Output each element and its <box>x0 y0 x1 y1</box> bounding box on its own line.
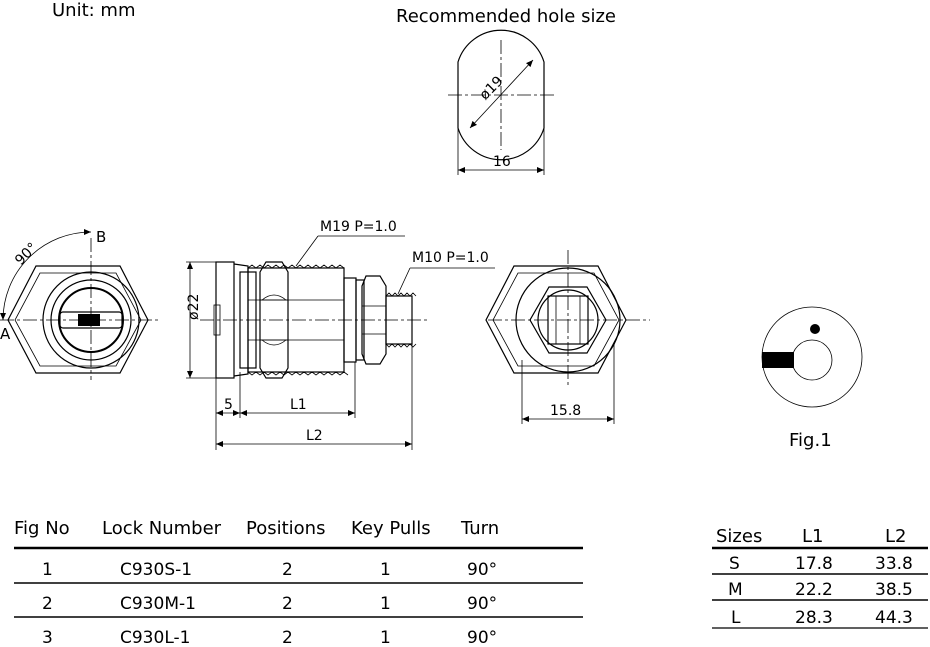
lock-cell: 2 <box>282 594 293 614</box>
rear-width-label: 15.8 <box>550 403 581 419</box>
rotation-angle-label: 90° <box>12 240 41 269</box>
lock-table-header: Key Pulls <box>351 518 431 539</box>
lock-cell: 1 <box>42 560 53 580</box>
size-cell: L <box>731 608 741 628</box>
lock-cell: 2 <box>282 628 293 647</box>
size-table-header: L1 <box>802 526 823 547</box>
lock-cell: C930S-1 <box>120 560 192 580</box>
rear-view: 15.8 <box>485 250 650 424</box>
size-table-header: L2 <box>885 526 906 547</box>
size-cell: 38.5 <box>875 580 913 600</box>
l2-dimension-label: L2 <box>306 428 323 444</box>
fig1-caption: Fig.1 <box>789 430 832 451</box>
position-a-label: A <box>0 325 11 343</box>
fig1-diagram: Fig.1 <box>761 306 863 451</box>
size-cell: 17.8 <box>795 554 833 574</box>
lock-table-header: Turn <box>460 518 499 539</box>
lock-cell: 2 <box>282 560 293 580</box>
size-table-header: Sizes <box>716 526 762 547</box>
hole-title: Recommended hole size <box>396 6 616 27</box>
large-thread-label: M19 P=1.0 <box>320 219 397 235</box>
front-view: 90° A B <box>0 228 160 380</box>
size-cell: S <box>729 554 740 574</box>
unit-label: Unit: mm <box>52 0 136 21</box>
lock-cell: 3 <box>42 628 53 647</box>
lock-cell: 90° <box>467 594 497 614</box>
size-cell: M <box>728 580 743 600</box>
size-table: Sizes L1 L2 S 17.8 33.8 M 22.2 38.5 L 28… <box>712 526 928 629</box>
lock-cell: C930L-1 <box>120 628 190 647</box>
lock-table-header: Fig No <box>14 518 70 539</box>
recommended-hole-view: Recommended hole size ø19 16 <box>396 6 616 175</box>
size-cell: 44.3 <box>875 608 913 628</box>
l1-dimension-label: L1 <box>290 397 307 413</box>
lock-table-header: Lock Number <box>102 518 222 539</box>
head-diameter-label: ø22 <box>186 294 202 320</box>
lock-table: Fig No Lock Number Positions Key Pulls T… <box>14 518 583 647</box>
lock-cell: 1 <box>380 594 391 614</box>
lock-cell: 90° <box>467 560 497 580</box>
side-view: M19 P=1.0 M10 P=1.0 ø22 5 L1 L2 <box>186 219 495 450</box>
lock-table-header: Positions <box>246 518 325 539</box>
small-thread-label: M10 P=1.0 <box>412 250 489 266</box>
position-b-label: B <box>96 228 106 246</box>
size-cell: 28.3 <box>795 608 833 628</box>
lock-cell: 1 <box>380 560 391 580</box>
size-cell: 33.8 <box>875 554 913 574</box>
lock-cell: 1 <box>380 628 391 647</box>
flange-thickness-label: 5 <box>224 397 233 413</box>
hole-width-label: 16 <box>493 154 511 170</box>
size-cell: 22.2 <box>795 580 833 600</box>
lock-cell: 90° <box>467 628 497 647</box>
hole-diameter-label: ø19 <box>477 73 507 103</box>
lock-cell: C930M-1 <box>120 594 196 614</box>
lock-cell: 2 <box>42 594 53 614</box>
